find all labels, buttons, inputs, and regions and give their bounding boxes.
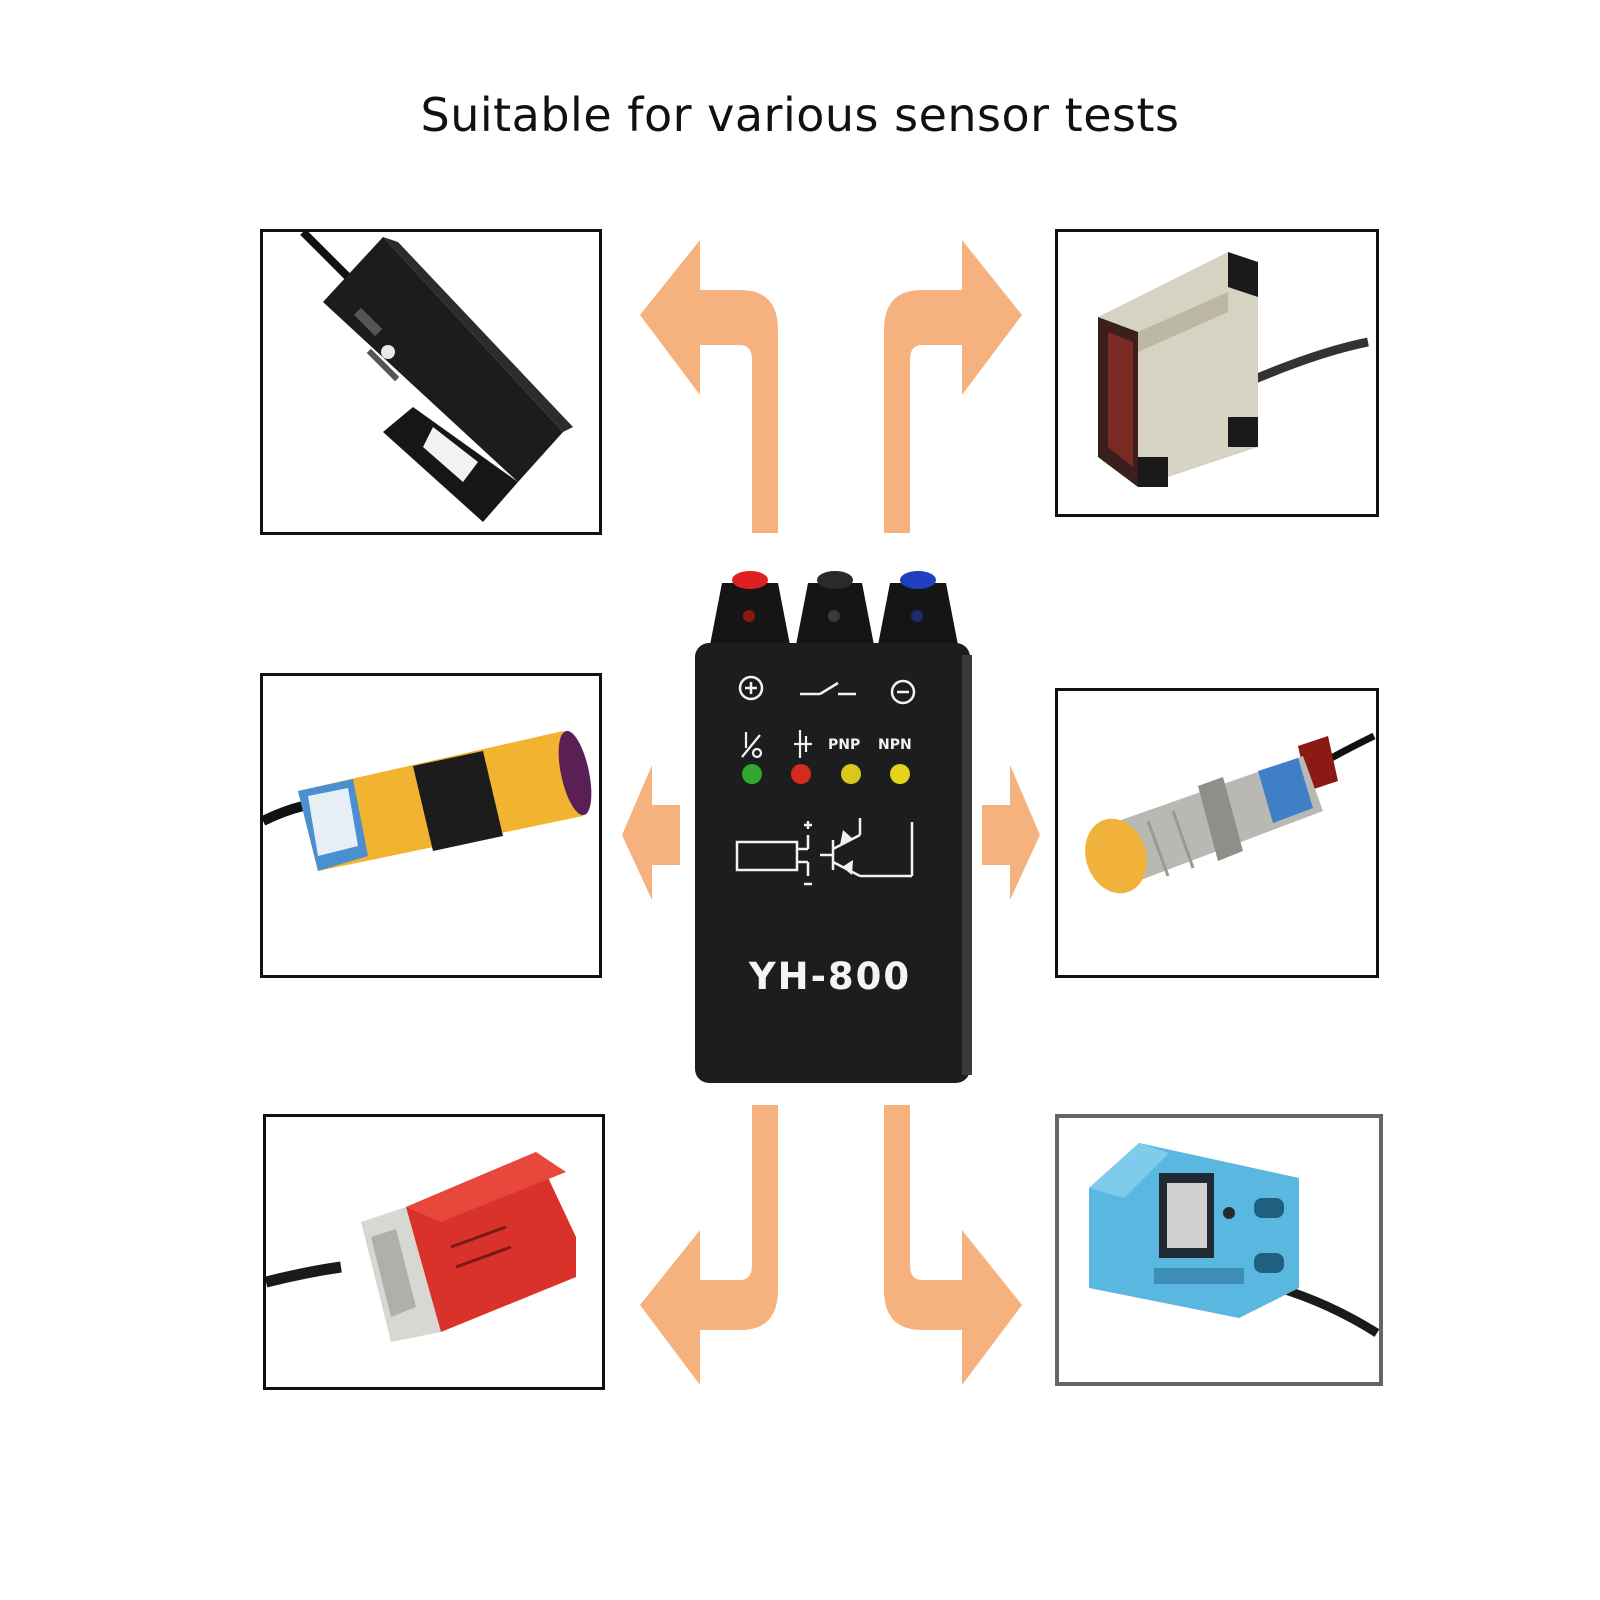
fork-sensor-image bbox=[300, 232, 573, 522]
sensor-panel-fork bbox=[260, 229, 602, 535]
terminal-red bbox=[710, 571, 790, 645]
arrow-mid-left bbox=[622, 765, 680, 900]
sensor-panel-inductive bbox=[1055, 688, 1379, 978]
npn-label: NPN bbox=[878, 737, 912, 753]
square-photo-sensor-image bbox=[1098, 252, 1369, 487]
inductive-sensor-image bbox=[1085, 732, 1376, 894]
sensor-panel-square-photo bbox=[1055, 229, 1379, 517]
arrow-bottom-right bbox=[884, 1105, 1022, 1385]
arrow-top-right bbox=[884, 240, 1022, 533]
led-yellow-pnp bbox=[841, 764, 861, 784]
sensor-panel-cylinder-photo bbox=[260, 673, 602, 978]
switch-icon bbox=[800, 681, 856, 696]
pnp-label: PNP bbox=[828, 737, 861, 753]
signal-led-icon bbox=[741, 732, 763, 759]
device-model-label: YH-800 bbox=[748, 955, 912, 998]
led-yellow-npn bbox=[890, 764, 910, 784]
sensor-panel-blue-square bbox=[1055, 1114, 1383, 1386]
sensor-panel-red-square bbox=[263, 1114, 605, 1390]
cylinder-photo-sensor-image bbox=[263, 730, 592, 871]
plus-terminal-icon bbox=[738, 675, 764, 701]
led-green bbox=[742, 764, 762, 784]
blue-square-sensor-image bbox=[1089, 1143, 1379, 1337]
arrow-mid-right bbox=[982, 765, 1040, 900]
terminal-black bbox=[796, 571, 874, 645]
power-led-icon bbox=[794, 730, 812, 758]
terminal-blue bbox=[878, 571, 958, 645]
minus-terminal-icon bbox=[890, 679, 916, 705]
headline: Suitable for various sensor tests bbox=[420, 88, 1180, 142]
arrow-top-left bbox=[640, 240, 778, 533]
red-square-sensor-image bbox=[266, 1152, 576, 1342]
arrow-bottom-left bbox=[640, 1105, 778, 1385]
led-red bbox=[791, 764, 811, 784]
